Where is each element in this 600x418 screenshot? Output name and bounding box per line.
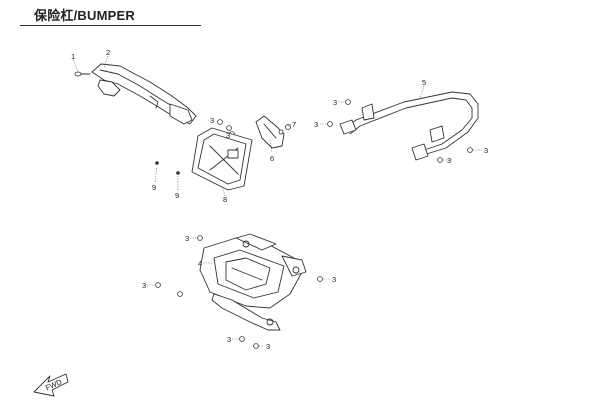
front-bumper-bar — [91, 63, 197, 125]
bolt-1 — [74, 71, 91, 77]
bar-bolt-b — [226, 125, 232, 131]
callout-3-bar-a: 3 — [210, 116, 214, 125]
callout-3-loop-b: 3 — [314, 120, 318, 129]
title-underline — [20, 25, 201, 26]
leader-lines — [72, 55, 482, 347]
callout-3-loop-d: 3 — [484, 146, 488, 155]
callout-3-asm-c: 3 — [332, 275, 336, 284]
bar-bolt-a — [217, 119, 223, 125]
callout-7: 7 — [292, 120, 296, 129]
fwd-arrow-icon: FWD — [33, 373, 69, 397]
plate-screw-b — [176, 171, 180, 175]
callout-3-asm-e: 3 — [266, 342, 270, 351]
mount-bracket — [255, 115, 291, 149]
asm-bolt-c — [177, 291, 183, 297]
loop-bolt-b — [327, 121, 333, 127]
plate-frame — [191, 127, 253, 191]
loop-bolt-a — [345, 99, 351, 105]
callout-5: 5 — [422, 78, 426, 87]
callout-6: 6 — [270, 154, 274, 163]
loop-bolt-d — [467, 147, 473, 153]
callout-3-asm-d: 3 — [227, 335, 231, 344]
callout-4: 4 — [198, 259, 202, 268]
asm-bolt-f — [253, 343, 259, 349]
callout-3-loop-c: 3 — [447, 156, 451, 165]
callout-3-asm-b: 3 — [142, 281, 146, 290]
asm-bolt-b — [155, 282, 161, 288]
callout-3-loop-a: 3 — [333, 98, 337, 107]
asm-bolt-e — [239, 336, 245, 342]
page-title: 保险杠/BUMPER — [34, 8, 135, 23]
callout-8: 8 — [223, 195, 227, 204]
asm-bolt-a — [197, 235, 203, 241]
asm-bolt-d — [317, 276, 323, 282]
plate-screw-a — [155, 161, 159, 165]
callout-3-asm-a: 3 — [185, 234, 189, 243]
callout-1: 1 — [71, 52, 75, 61]
callout-9-a: 9 — [152, 183, 156, 192]
callout-9-b: 9 — [175, 191, 179, 200]
rear-bumper-loop — [339, 91, 479, 161]
lower-bracket-assembly — [199, 233, 307, 331]
loop-bolt-c — [437, 157, 443, 163]
callout-3-bar-b: 3 — [226, 131, 230, 140]
callout-2: 2 — [106, 48, 110, 57]
